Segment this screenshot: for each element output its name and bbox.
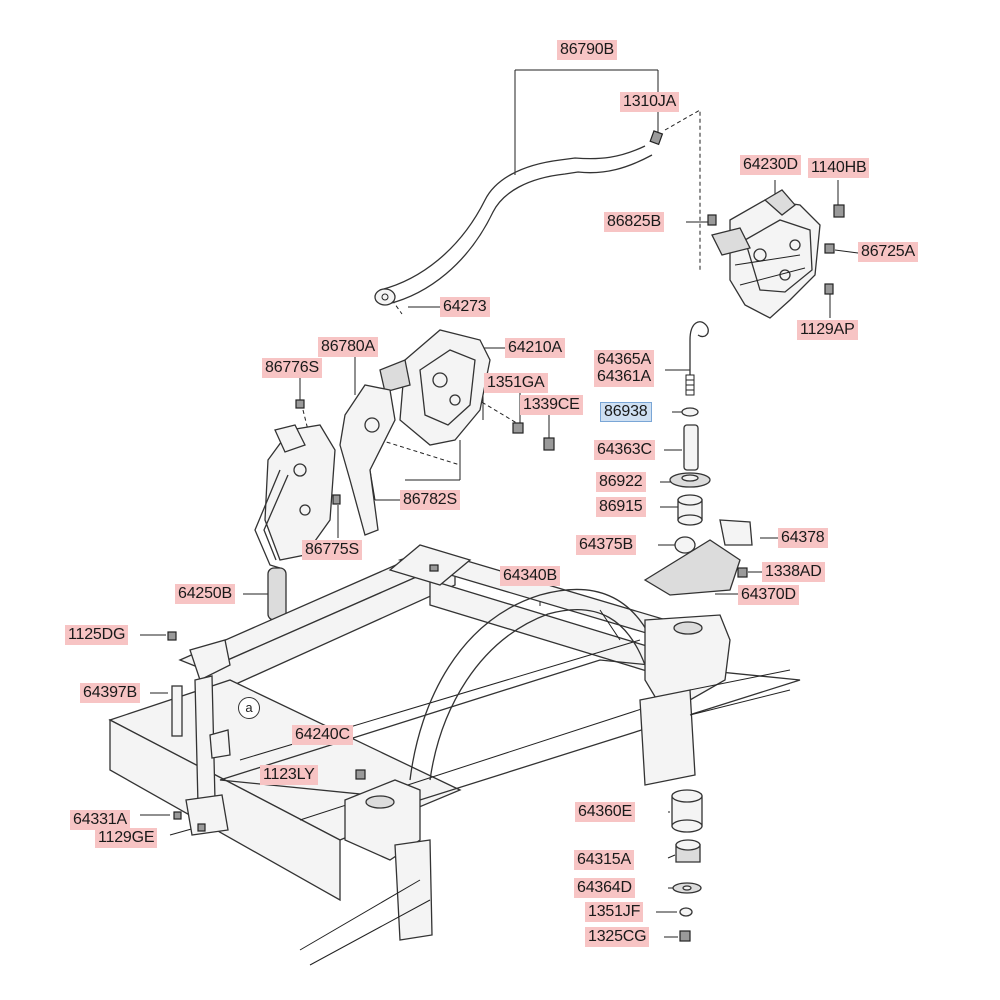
label-64397B[interactable]: 64397B xyxy=(80,683,140,703)
bracket-64230D xyxy=(707,189,845,319)
label-64375B[interactable]: 64375B xyxy=(576,535,636,555)
label-1310JA[interactable]: 1310JA xyxy=(620,92,680,112)
label-86780A[interactable]: 86780A xyxy=(318,337,378,357)
mount-stack-upper xyxy=(643,321,753,596)
vertical-mount-64240C xyxy=(167,631,366,836)
label-86776S[interactable]: 86776S xyxy=(262,358,322,378)
label-1125DG[interactable]: 1125DG xyxy=(65,625,129,645)
label-1339CE[interactable]: 1339CE xyxy=(520,395,583,415)
label-64365A[interactable]: 64365A xyxy=(594,350,654,370)
label-1351JF[interactable]: 1351JF xyxy=(585,902,644,922)
label-86790B[interactable]: 86790B xyxy=(557,40,617,60)
label-64361A[interactable]: 64361A xyxy=(594,367,654,387)
label-64315A[interactable]: 64315A xyxy=(574,850,634,870)
label-86922[interactable]: 86922 xyxy=(596,472,646,492)
label-64210A[interactable]: 64210A xyxy=(505,338,565,358)
callout-a: a xyxy=(238,697,260,719)
label-64360E[interactable]: 64360E xyxy=(575,802,635,822)
lever-bracket-86776S xyxy=(254,399,341,621)
label-1129AP[interactable]: 1129AP xyxy=(797,320,858,340)
label-64230D[interactable]: 64230D xyxy=(740,155,801,175)
label-86915[interactable]: 86915 xyxy=(596,497,646,517)
label-86825B[interactable]: 86825B xyxy=(604,212,664,232)
label-1338AD[interactable]: 1338AD xyxy=(762,562,825,582)
label-86938-highlighted[interactable]: 86938 xyxy=(600,402,652,422)
label-64363C[interactable]: 64363C xyxy=(594,440,655,460)
lever-86780A xyxy=(339,384,396,536)
mount-stack-lower xyxy=(671,789,703,942)
label-64340B[interactable]: 64340B xyxy=(500,566,560,586)
label-1123LY[interactable]: 1123LY xyxy=(260,765,318,785)
label-64273[interactable]: 64273 xyxy=(440,297,490,317)
label-64370D[interactable]: 64370D xyxy=(738,585,799,605)
label-1140HB[interactable]: 1140HB xyxy=(808,158,870,178)
label-64240C[interactable]: 64240C xyxy=(292,725,353,745)
label-64331A[interactable]: 64331A xyxy=(70,810,130,830)
label-86775S[interactable]: 86775S xyxy=(302,540,362,560)
label-86782S[interactable]: 86782S xyxy=(400,490,460,510)
bracket-64210A xyxy=(379,329,555,451)
label-64250B[interactable]: 64250B xyxy=(175,584,235,604)
label-64378[interactable]: 64378 xyxy=(778,528,828,548)
label-1129GE[interactable]: 1129GE xyxy=(95,828,158,848)
label-1351GA[interactable]: 1351GA xyxy=(484,373,548,393)
label-1325CG[interactable]: 1325CG xyxy=(585,927,650,947)
label-86725A[interactable]: 86725A xyxy=(858,242,918,262)
label-64364D[interactable]: 64364D xyxy=(574,878,635,898)
shift-rod-86790B xyxy=(374,130,664,306)
